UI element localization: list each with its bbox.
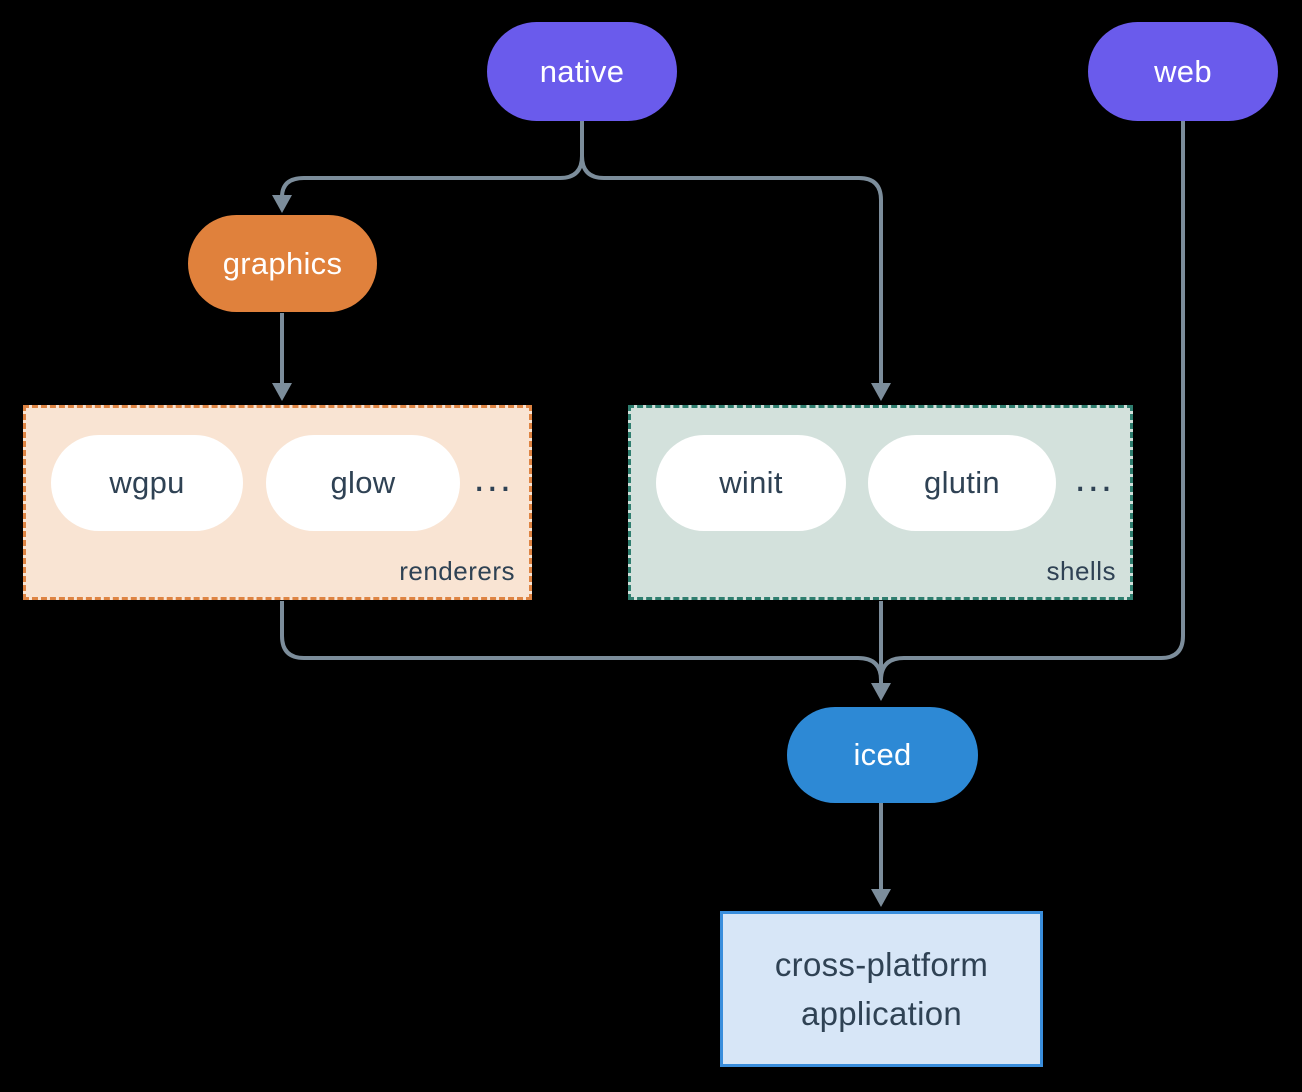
node-winit-label: winit	[719, 465, 783, 500]
edge-native-to-graphics	[280, 121, 584, 199]
node-native: native	[487, 22, 677, 121]
node-glow-label: glow	[330, 465, 396, 500]
arrowhead-application	[871, 889, 891, 907]
node-winit: winit	[656, 435, 846, 531]
node-iced: iced	[787, 707, 978, 803]
edge-native-to-shells	[580, 121, 883, 385]
application-label-line1: cross-platform	[774, 946, 989, 983]
arrowhead-renderers	[272, 383, 292, 401]
shells-group-label: shells	[1046, 556, 1116, 586]
arrowhead-graphics	[272, 195, 292, 213]
node-wgpu: wgpu	[51, 435, 243, 531]
edge-renderers-to-iced	[280, 601, 883, 681]
node-glutin: glutin	[868, 435, 1056, 531]
group-renderers: wgpu glow ... renderers	[23, 405, 532, 600]
node-web: web	[1088, 22, 1278, 121]
application-label-line2: application	[800, 995, 963, 1032]
shells-ellipsis: ...	[1074, 456, 1114, 500]
renderers-ellipsis: ...	[473, 456, 513, 500]
node-native-label: native	[539, 53, 625, 89]
node-iced-label: iced	[853, 737, 912, 772]
arrowhead-iced	[871, 683, 891, 701]
renderers-group-label: renderers	[399, 556, 515, 586]
node-web-label: web	[1154, 53, 1212, 89]
group-shells: winit glutin ... shells	[628, 405, 1133, 600]
node-graphics: graphics	[188, 215, 377, 312]
node-glutin-label: glutin	[924, 465, 1000, 500]
node-cross-platform-application: cross-platform application	[720, 911, 1043, 1067]
arrowhead-shells	[871, 383, 891, 401]
node-wgpu-label: wgpu	[109, 465, 185, 500]
node-graphics-label: graphics	[222, 245, 343, 281]
node-glow: glow	[266, 435, 460, 531]
